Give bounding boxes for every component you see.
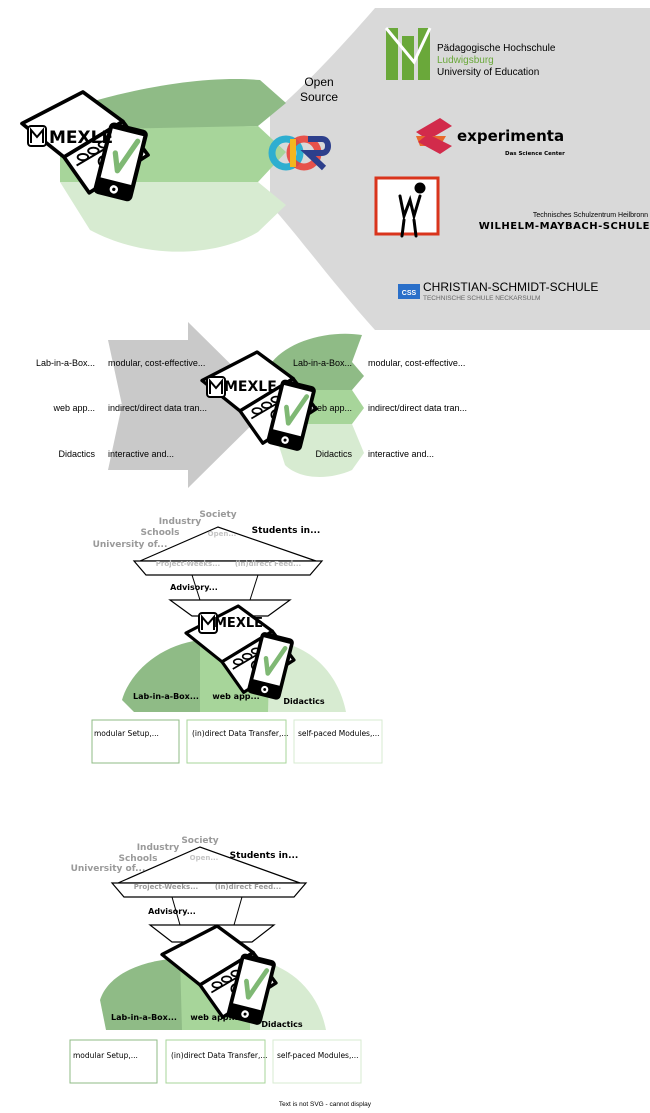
mexle-label-3: MEXLE	[214, 616, 263, 631]
experimenta-logo: experimenta Das Science Center	[416, 118, 565, 157]
pillar-didactics-label-4: Didactics	[261, 1020, 303, 1029]
indirect-feed-label-4: (in)direct Feed...	[215, 883, 281, 891]
open-source-line-1: Open	[304, 75, 333, 89]
university-label: University of...	[93, 540, 168, 550]
css-abbr: CSS	[402, 290, 417, 297]
right-label-didactics: Didactics	[315, 449, 352, 459]
industry-label: Industry	[159, 517, 202, 527]
right-desc-didactics: interactive and...	[368, 449, 434, 459]
university-label-4: University of...	[71, 864, 146, 874]
left-label-lab: Lab-in-a-Box...	[36, 358, 95, 368]
students-label: Students in...	[252, 526, 321, 536]
wms-line-2: WILHELM-MAYBACH-SCHULE	[479, 221, 650, 232]
open-source-funnel	[270, 8, 650, 330]
phh-line-3: University of Education	[437, 67, 539, 78]
phh-emblem-icon	[384, 27, 432, 80]
left-label-didactics: Didactics	[58, 449, 95, 459]
right-desc-lab: modular, cost-effective...	[368, 358, 465, 368]
mexle-logo-icon	[27, 125, 47, 147]
box-data-transfer	[186, 719, 287, 764]
right-label-lab: Lab-in-a-Box...	[293, 358, 352, 368]
pillar-lab-label-4: Lab-in-a-Box...	[111, 1013, 177, 1022]
css-line-1: CHRISTIAN-SCHMIDT-SCHULE	[423, 280, 598, 294]
right-desc-web: indirect/direct data tran...	[368, 403, 467, 413]
society-label: Society	[199, 510, 236, 520]
project-label-4: Project-Weeks...	[134, 883, 198, 891]
left-label-web: web app...	[52, 403, 95, 413]
css-badge-icon	[398, 284, 420, 299]
wms-logo: Technisches Schulzentrum Heilbronn WILHE…	[374, 176, 650, 238]
society-label-4: Society	[181, 836, 218, 846]
right-label-web: web app...	[309, 403, 352, 413]
mexle-logo-icon-2	[206, 376, 226, 398]
band-light-green	[60, 182, 286, 252]
open-source-line-2: Source	[300, 90, 338, 104]
phh-line-1: Pädagogische Hochschule	[437, 43, 556, 54]
pillar-web-label: web app...	[212, 692, 259, 701]
section-2-pillars: Lab-in-a-Box... web app... Didactics mod…	[36, 322, 467, 488]
mexle-label-2: MEXLE	[224, 379, 277, 395]
schools-label-4: Schools	[118, 854, 157, 864]
open-label: Open...	[208, 530, 237, 538]
wms-figure-icon	[398, 182, 426, 238]
section-4-house: Society Industry Schools University of..…	[69, 836, 362, 1084]
box-self-paced-text-4: self-paced Modules,...	[277, 1051, 359, 1060]
open-label-4: Open...	[190, 854, 219, 862]
roof-beam	[132, 560, 324, 576]
schools-label: Schools	[140, 528, 179, 538]
pillar-lab-4	[100, 958, 190, 1030]
wms-line-1: Technisches Schulzentrum Heilbronn	[533, 212, 648, 219]
section-1-overview: MEXLE Open Source Pädagogische Hochschul…	[22, 8, 650, 330]
experimenta-mark-icon	[416, 118, 452, 154]
experimenta-subtitle: Das Science Center	[505, 151, 565, 157]
project-label: Project-Weeks...	[156, 560, 220, 568]
students-label-4: Students in...	[230, 851, 299, 861]
advisory-label-4: Advisory...	[148, 907, 196, 916]
pillar-web-label-4: web app...	[190, 1013, 237, 1022]
roof-beam-4	[110, 882, 308, 898]
indirect-feed-label: (in)direct Feed...	[235, 560, 301, 568]
box-data-transfer-text-4: (in)direct Data Transfer,...	[171, 1051, 268, 1060]
experimenta-name: experimenta	[457, 127, 564, 145]
box-self-paced	[293, 719, 383, 764]
css-logo: CSS CHRISTIAN-SCHMIDT-SCHULE TECHNISCHE …	[398, 280, 598, 302]
pillar-didactics-label: Didactics	[283, 697, 325, 706]
box-data-transfer-text: (in)direct Data Transfer,...	[192, 729, 289, 738]
left-desc-didactics: interactive and...	[108, 449, 174, 459]
phh-line-2: Ludwigsburg	[437, 55, 494, 66]
pillar-lab-label: Lab-in-a-Box...	[133, 692, 199, 701]
svg-fallback-notice: Text is not SVG - cannot display	[279, 1101, 372, 1108]
right-band-dark	[272, 333, 362, 362]
left-desc-lab: modular, cost-effective...	[108, 358, 205, 368]
advisory-label: Advisory...	[170, 583, 218, 592]
pillar-lab	[122, 640, 216, 712]
box-modular	[91, 719, 180, 764]
box-data-transfer-4	[165, 1039, 266, 1084]
css-line-2: TECHNISCHE SCHULE NECKARSULM	[423, 295, 540, 302]
box-self-paced-4	[272, 1039, 362, 1084]
section-3-house: Society Industry Schools University of..…	[91, 510, 383, 764]
left-desc-web: indirect/direct data tran...	[108, 403, 207, 413]
box-modular-text: modular Setup,...	[94, 729, 159, 738]
industry-label-4: Industry	[137, 843, 180, 853]
box-modular-4	[69, 1039, 158, 1084]
mexle-label: MEXLE	[49, 128, 113, 148]
box-self-paced-text: self-paced Modules,...	[298, 729, 380, 738]
box-modular-text-4: modular Setup,...	[73, 1051, 138, 1060]
oer-logo-icon	[268, 135, 331, 171]
phh-logo: Pädagogische Hochschule Ludwigsburg Univ…	[384, 27, 556, 80]
gray-big-arrow	[108, 322, 272, 488]
